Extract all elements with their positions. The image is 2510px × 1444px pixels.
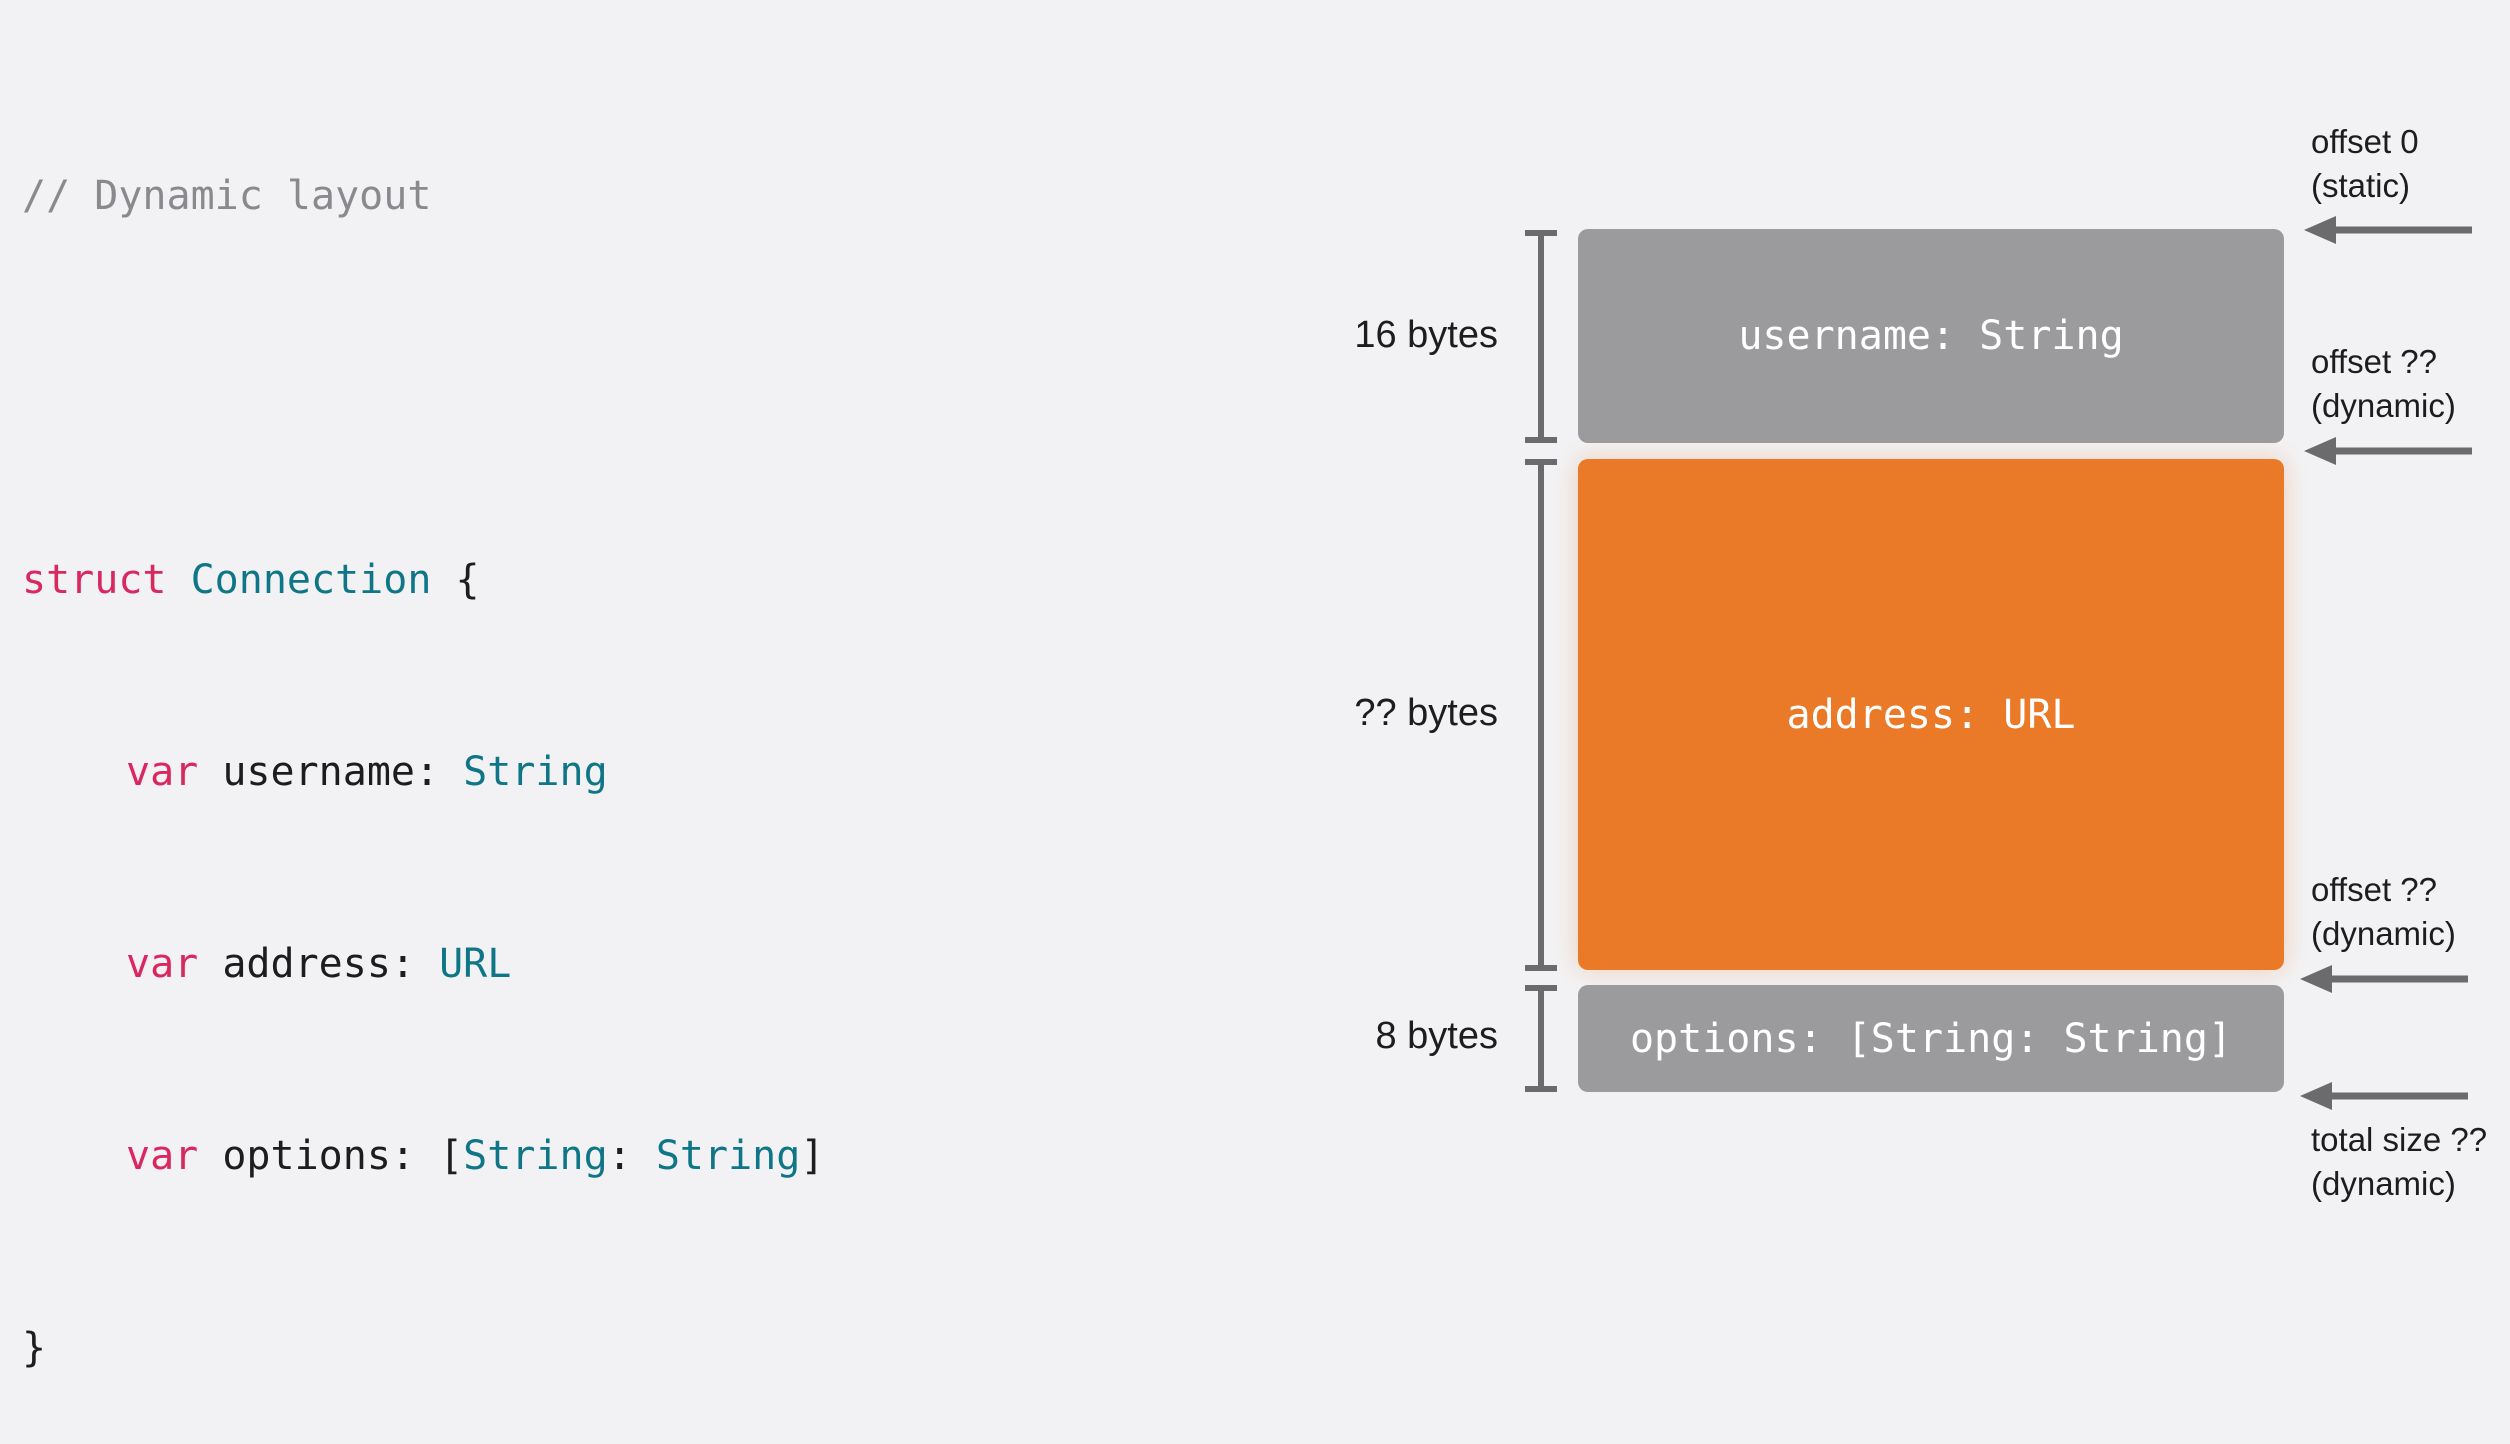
struct-name: Connection — [190, 557, 432, 603]
field-keyword: var — [126, 941, 199, 987]
code-comment: // Dynamic layout — [22, 173, 432, 219]
offset-note-address: offset ?? (dynamic) — [2311, 340, 2456, 428]
offset-arrow-options — [2300, 965, 2468, 993]
field-type: String — [463, 749, 608, 795]
offset-note-line: offset 0 — [2311, 123, 2419, 160]
offset-note-line: (dynamic) — [2311, 915, 2456, 952]
struct-declaration: struct Connection { — [22, 548, 824, 612]
username-field-label: username: String — [1738, 313, 2124, 359]
offset-arrow-username — [2304, 216, 2472, 244]
address-size-bracket — [1525, 459, 1557, 971]
options-field-box: options: [String: String] — [1578, 985, 2284, 1092]
struct-keyword: struct — [22, 557, 167, 603]
address-size-label: ?? bytes — [1354, 692, 1498, 734]
dictionary-key-type: String — [463, 1133, 608, 1179]
field-type: URL — [439, 941, 512, 987]
username-field-box: username: String — [1578, 229, 2284, 443]
offset-note-line: (static) — [2311, 167, 2410, 204]
field-line-address: var address: URL — [22, 932, 824, 996]
close-brace: } — [22, 1325, 47, 1371]
total-size-arrow — [2300, 1082, 2468, 1110]
offset-note-line: total size ?? — [2311, 1121, 2488, 1158]
field-name: address: — [198, 941, 440, 987]
username-size-bracket — [1525, 230, 1557, 443]
offset-note-line: (dynamic) — [2311, 1165, 2456, 1202]
field-line-options: var options: [String: String] — [22, 1124, 824, 1188]
dictionary-close: ] — [800, 1133, 825, 1179]
open-brace: { — [431, 557, 480, 603]
options-size-bracket — [1525, 985, 1557, 1092]
offset-note-username: offset 0 (static) — [2311, 120, 2419, 208]
address-field-label: address: URL — [1786, 691, 2076, 738]
options-size-label: 8 bytes — [1375, 1015, 1498, 1057]
offset-note-line: offset ?? — [2311, 871, 2437, 908]
field-name: options: [ — [198, 1133, 464, 1179]
field-keyword: var — [126, 749, 199, 795]
offset-note-line: offset ?? — [2311, 343, 2437, 380]
address-field-box: address: URL — [1578, 459, 2284, 970]
field-name: username: — [198, 749, 464, 795]
dictionary-value-type: String — [655, 1133, 801, 1179]
username-size-label: 16 bytes — [1354, 314, 1498, 356]
offset-note-options: offset ?? (dynamic) — [2311, 868, 2456, 956]
options-field-label: options: [String: String] — [1629, 1015, 2233, 1062]
dictionary-separator: : — [607, 1133, 656, 1179]
field-keyword: var — [126, 1133, 199, 1179]
field-line-username: var username: String — [22, 740, 824, 804]
layout-annotations — [1525, 216, 2472, 1110]
code-listing: // Dynamic layout struct Connection { va… — [22, 36, 824, 1444]
offset-note-line: (dynamic) — [2311, 387, 2456, 424]
total-size-note: total size ?? (dynamic) — [2311, 1118, 2487, 1206]
offset-arrow-address — [2304, 437, 2472, 465]
